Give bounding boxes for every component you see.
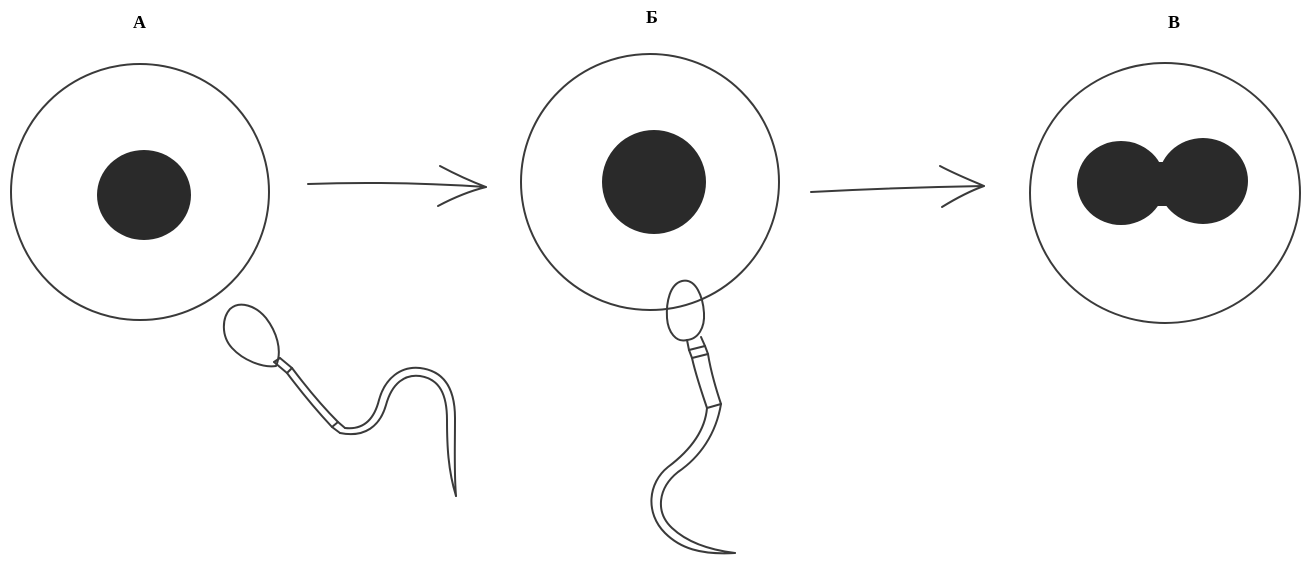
nucleus-icon [602, 130, 706, 234]
stage-label-b: Б [646, 8, 658, 26]
arrow-right-icon [308, 166, 486, 206]
stage-c [1030, 63, 1300, 323]
arrow-right-icon [811, 166, 984, 207]
stage-label-a: А [133, 13, 146, 31]
nucleus-icon [97, 150, 191, 240]
stage-label-c: В [1168, 13, 1180, 31]
sperm-icon [224, 305, 456, 496]
stage-a [11, 64, 456, 496]
nucleus-fusion [1150, 162, 1175, 206]
sperm-icon [651, 281, 735, 554]
stage-b [521, 54, 779, 553]
